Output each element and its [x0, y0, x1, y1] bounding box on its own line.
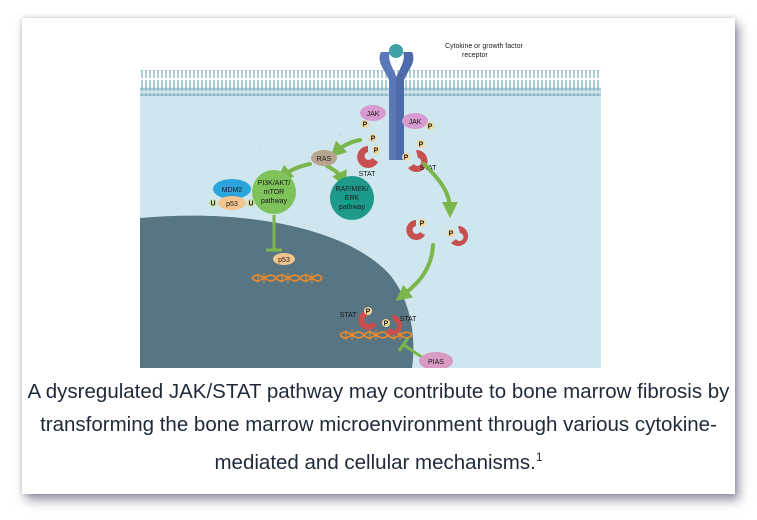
arrow-jak-to-ras	[330, 138, 362, 158]
stat-left: P	[357, 146, 380, 168]
figure-caption: A dysregulated JAK/STAT pathway may cont…	[22, 375, 735, 479]
pi3k-label-line2: mTOR	[264, 189, 284, 196]
pathway-illustration: Cytokine or growth factor receptor JAK J…	[140, 43, 601, 368]
jak-left-label: JAK	[367, 111, 380, 118]
receptor-label-line2: receptor	[462, 52, 488, 59]
pi3k-akt-mtor-pathway	[252, 170, 296, 214]
jak-right	[402, 113, 428, 129]
pias-label: PIAS	[428, 359, 444, 366]
raf-mek-erk-pathway	[330, 176, 374, 220]
dna-helix-p53	[251, 273, 323, 283]
stat-dimer-nucleus: P P	[358, 307, 403, 335]
arrow-stat-to-dimer	[422, 162, 458, 218]
raf-label-line3: pathway	[339, 204, 366, 211]
phospho-label: P	[419, 142, 424, 149]
p53-complex-label: p53	[226, 201, 238, 208]
figure-card: Cytokine or growth factor receptor JAK J…	[22, 18, 735, 494]
ligand	[389, 44, 403, 58]
receptor-phospho-groups: P P P P	[361, 120, 434, 149]
svg-text:P: P	[384, 321, 389, 328]
jak-left	[360, 105, 386, 121]
caption-text: A dysregulated JAK/STAT pathway may cont…	[27, 380, 730, 474]
p53-nucleus	[273, 253, 295, 265]
receptor	[379, 44, 414, 160]
inhibition-pias-to-stat	[397, 337, 424, 360]
ubiquitin-right-label: U	[248, 201, 253, 208]
raf-label-line1: RAF/MEK/	[335, 186, 368, 193]
svg-text:P: P	[366, 309, 371, 316]
svg-text:P: P	[420, 221, 425, 228]
svg-text:P: P	[449, 231, 454, 238]
svg-text:P: P	[404, 155, 409, 162]
svg-text:P: P	[374, 148, 379, 155]
stat-right: P	[402, 149, 428, 172]
inhibition-pi3k-to-p53	[266, 215, 282, 252]
ubiquitin-right	[247, 199, 255, 207]
ubiquitin-left-label: U	[210, 201, 215, 208]
mdm2	[213, 179, 251, 199]
raf-label-line2: ERK	[345, 195, 360, 202]
receptor-label-line1: Cytokine or growth factor	[445, 43, 523, 50]
cell-membrane	[140, 70, 601, 96]
caption-reference: 1	[535, 450, 543, 464]
phospho-label: P	[428, 124, 433, 131]
ras-label: RAS	[317, 156, 332, 163]
pi3k-label-line3: pathway	[261, 198, 288, 205]
phospho-label: P	[363, 122, 368, 129]
dna-helix-stat	[339, 330, 413, 340]
stat-dimer-cytoplasm: P P	[406, 219, 469, 246]
stat-left-label: STAT	[359, 171, 377, 178]
pias	[419, 352, 453, 368]
stat-nucleus-left-label: STAT	[340, 312, 358, 319]
p53-nucleus-label: p53	[278, 257, 290, 264]
stat-nucleus-right-label: STAT	[400, 316, 418, 323]
phospho-label: P	[371, 136, 376, 143]
nucleus	[140, 215, 414, 368]
arrow-dimer-to-nucleus	[395, 243, 435, 301]
ubiquitin-left	[209, 199, 217, 207]
jak-stat-pathway-diagram: Cytokine or growth factor receptor JAK J…	[140, 40, 601, 368]
pi3k-label-line1: PI3K/AKT/	[258, 180, 291, 187]
mdm2-label: MDM2	[222, 187, 243, 194]
jak-right-label: JAK	[409, 119, 422, 126]
p53-complex	[218, 196, 246, 210]
ras	[311, 150, 337, 166]
